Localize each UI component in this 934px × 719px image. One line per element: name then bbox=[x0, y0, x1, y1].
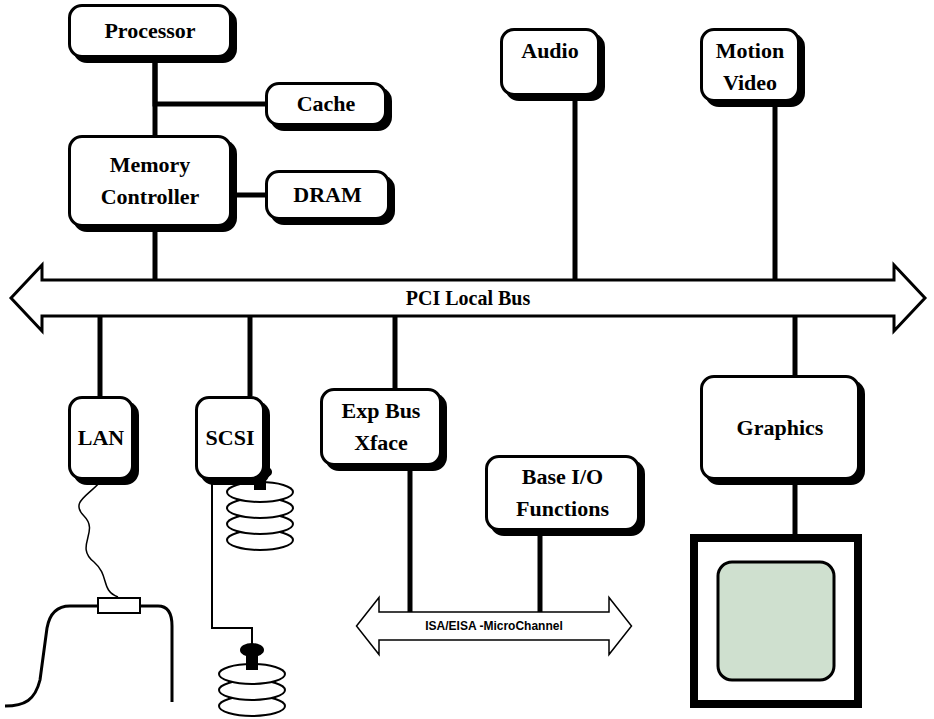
component-label: Base I/O Functions bbox=[495, 461, 630, 525]
component-box: Cache bbox=[265, 82, 387, 126]
component-label: DRAM bbox=[293, 179, 361, 211]
component-label: Memory Controller bbox=[78, 149, 222, 213]
bus-connector bbox=[248, 316, 253, 396]
component-box: SCSI bbox=[195, 396, 265, 480]
bus-connector bbox=[573, 96, 578, 280]
disk-drive bbox=[219, 643, 285, 716]
component-label: Motion Video bbox=[710, 35, 790, 99]
component-box: Motion Video bbox=[700, 28, 800, 102]
video-cable bbox=[793, 480, 798, 536]
component-label: Exp Bus Xface bbox=[330, 395, 432, 459]
component-box: LAN bbox=[68, 396, 134, 480]
bus-band: PCI Local Bus bbox=[8, 262, 928, 334]
bus-connector bbox=[98, 316, 103, 396]
bus-connector bbox=[408, 466, 413, 612]
bus-connector bbox=[793, 316, 798, 375]
component-box: Audio bbox=[500, 28, 600, 96]
component-box: Processor bbox=[68, 4, 232, 58]
bus-connector bbox=[393, 316, 398, 388]
bus-band: ISA/EISA -MicroChannel bbox=[355, 596, 633, 656]
component-box: Graphics bbox=[700, 375, 860, 480]
component-label: Graphics bbox=[737, 412, 824, 444]
component-box: Exp Bus Xface bbox=[320, 388, 442, 466]
component-label: Cache bbox=[297, 88, 356, 120]
bus-connector bbox=[538, 531, 543, 612]
component-box: DRAM bbox=[265, 170, 390, 220]
component-box: Memory Controller bbox=[68, 135, 232, 227]
component-label: LAN bbox=[78, 422, 124, 454]
lan-cable bbox=[79, 482, 118, 597]
component-box: Base I/O Functions bbox=[485, 455, 640, 531]
component-label: Processor bbox=[104, 15, 195, 47]
bus-label: ISA/EISA -MicroChannel bbox=[425, 619, 563, 633]
component-label: Audio bbox=[521, 35, 578, 67]
bus-connector bbox=[232, 193, 265, 198]
bus-connector bbox=[155, 58, 265, 104]
monitor-screen bbox=[718, 562, 834, 680]
network-line bbox=[5, 606, 172, 706]
bus-connector bbox=[773, 102, 778, 280]
component-label: SCSI bbox=[206, 422, 255, 454]
bus-label: PCI Local Bus bbox=[406, 286, 530, 310]
bus-connector bbox=[153, 227, 158, 280]
network-tap bbox=[98, 598, 140, 613]
monitor-frame bbox=[694, 538, 858, 704]
